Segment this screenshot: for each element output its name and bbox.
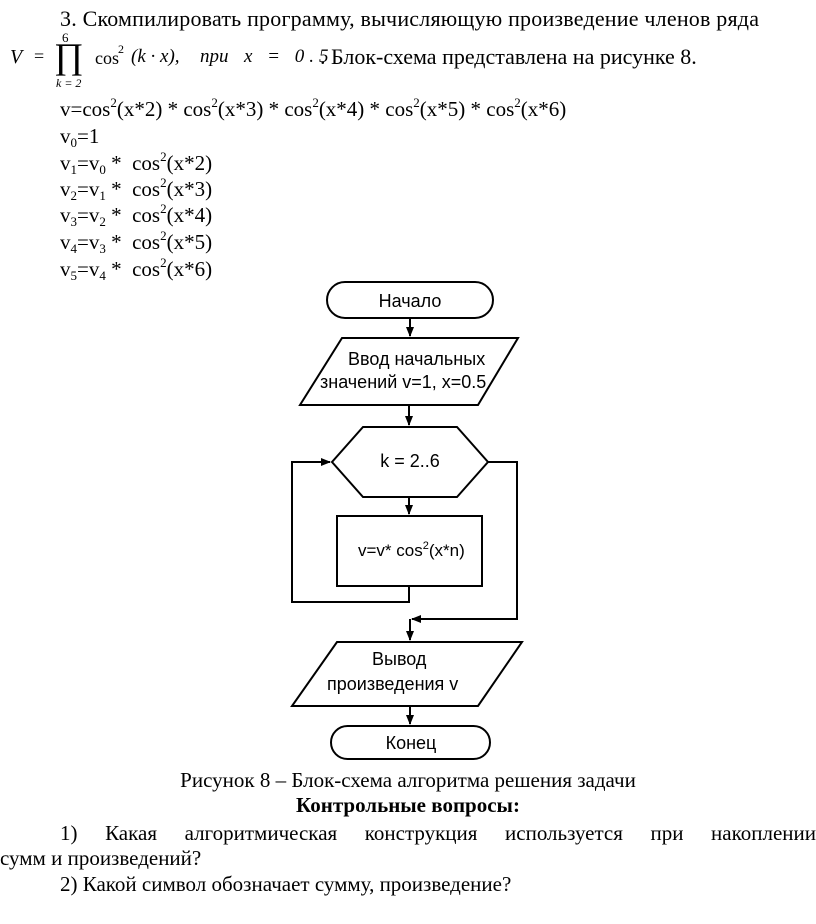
- question-1-line1: 1) Какая алгоритмическая конструкция исп…: [60, 821, 816, 845]
- formula-condition-word: при: [200, 46, 229, 67]
- product-formula: V = 6 ∏ k = 2 cos 2 (k · x), при x = 0.5…: [0, 30, 816, 90]
- question-2: 2) Какой символ обозначает сумму, произв…: [60, 872, 512, 896]
- input-label-line2: значений v=1, x=0.5: [320, 372, 486, 392]
- formula-condition: x = 0.5: [244, 46, 334, 67]
- formula-trailing-text: . Блок-схема представлена на рисунке 8.: [320, 44, 697, 69]
- expansion-v4: v4=v3 * cos2(x*5): [60, 228, 213, 256]
- start-label: Начало: [379, 291, 442, 311]
- product-lower-limit: k = 2: [56, 76, 82, 90]
- expansion-v3: v3=v2 * cos2(x*4): [60, 201, 213, 229]
- expansion-v5: v5=v4 * cos2(x*6): [60, 255, 213, 283]
- loop-label: k = 2..6: [380, 451, 440, 471]
- formula-power: 2: [118, 42, 124, 56]
- expansion-v0: v0=1: [60, 124, 100, 150]
- output-label-line1: Вывод: [372, 649, 427, 669]
- output-parallelogram: [290, 641, 524, 707]
- input-label-line1: Ввод начальных: [348, 349, 485, 369]
- process-label: v=v* cos2(x*n): [358, 540, 465, 560]
- input-parallelogram: [298, 337, 520, 406]
- question-1-line2: сумм и произведений?: [0, 846, 202, 870]
- loop-hexagon: [330, 426, 490, 498]
- formula-argument: (k · x),: [131, 46, 180, 67]
- figure-caption: Рисунок 8 – Блок-схема алгоритма решения…: [180, 768, 636, 792]
- expansion-main: v=cos2(x*2) * cos2(x*3) * cos2(x*4) * co…: [60, 95, 567, 121]
- product-symbol: ∏: [54, 36, 84, 76]
- end-label: Конец: [386, 733, 437, 753]
- formula-cos: cos: [95, 48, 119, 68]
- questions-heading: Контрольные вопросы:: [296, 793, 520, 817]
- end-terminator: [330, 725, 491, 760]
- task-intro: 3. Скомпилировать программу, вычисляющую…: [60, 6, 760, 31]
- product-upper-limit: 6: [62, 30, 69, 45]
- formula-lhs: V: [10, 46, 23, 68]
- formula-eq: =: [34, 46, 45, 66]
- expansion-v1: v1=v0 * cos2(x*2): [60, 149, 213, 177]
- output-label-line2: произведения v: [327, 674, 458, 694]
- expansion-v2: v2=v1 * cos2(x*3): [60, 175, 213, 203]
